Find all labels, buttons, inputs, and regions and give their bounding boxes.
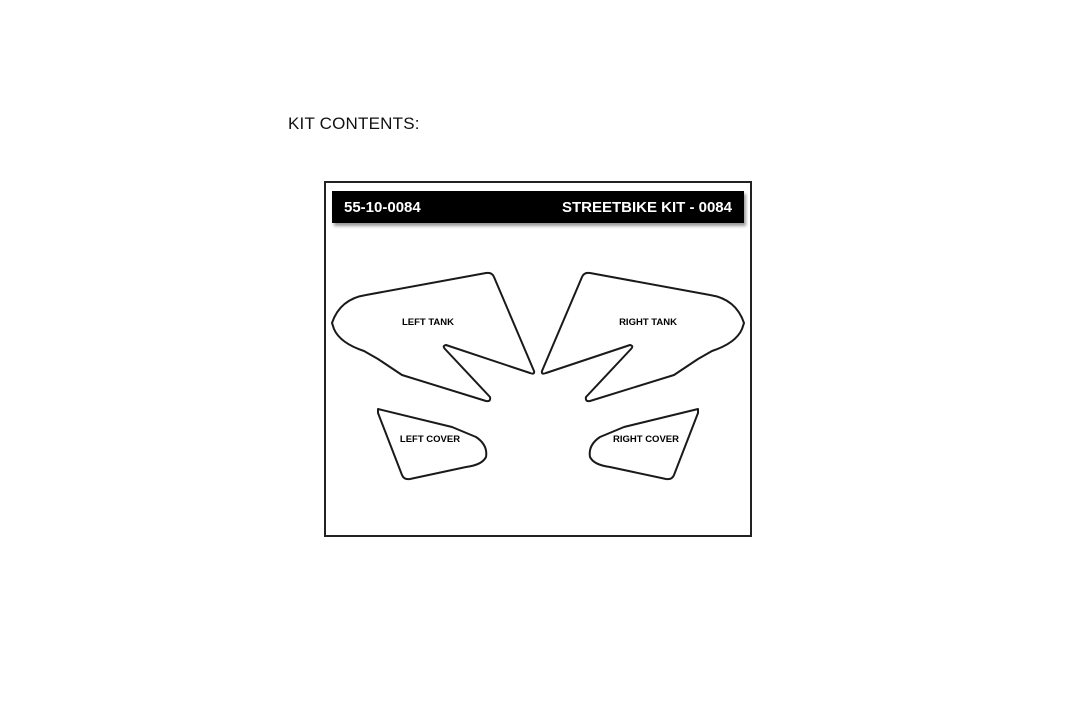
left-tank-piece: LEFT TANK bbox=[331, 271, 536, 403]
kit-contents-heading: KIT CONTENTS: bbox=[288, 114, 420, 133]
left-tank-label: LEFT TANK bbox=[402, 317, 454, 328]
right-cover-piece: RIGHT COVER bbox=[588, 408, 699, 481]
left-cover-piece: LEFT COVER bbox=[377, 408, 488, 481]
right-tank-piece: RIGHT TANK bbox=[540, 271, 745, 403]
kit-name: STREETBIKE KIT - 0084 bbox=[561, 198, 732, 216]
right-cover-label: RIGHT COVER bbox=[613, 434, 679, 445]
right-tank-label: RIGHT TANK bbox=[619, 317, 677, 328]
kit-header-bar: 55-10-0084 STREETBIKE KIT - 0084 bbox=[332, 191, 744, 223]
left-cover-label: LEFT COVER bbox=[400, 434, 460, 445]
kit-pieces-drawing: LEFT TANK RIGHT TANK LEFT COVER RIGHT CO… bbox=[331, 271, 745, 481]
kit-diagram-frame: 55-10-0084 STREETBIKE KIT - 0084 LEFT TA… bbox=[324, 181, 752, 537]
part-number: 55-10-0084 bbox=[344, 198, 421, 216]
